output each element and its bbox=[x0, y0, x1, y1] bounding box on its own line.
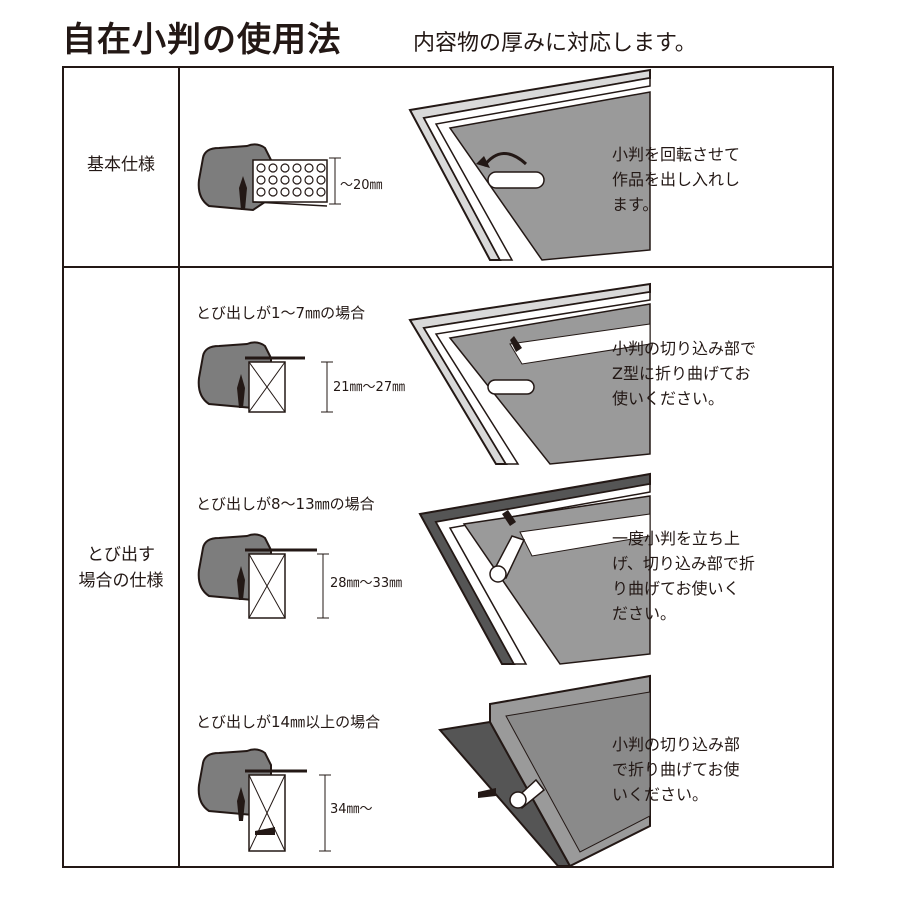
page-title: 自在小判の使用法 bbox=[62, 20, 342, 60]
case3-caption: とび出しが14㎜以上の場合 bbox=[196, 713, 381, 731]
page-subtitle: 内容物の厚みに対応します。 bbox=[413, 31, 697, 56]
case1-dimension: 21㎜～27㎜ bbox=[333, 380, 406, 395]
case1-description-line1: 小判の切り込み部で bbox=[612, 339, 757, 358]
column-divider bbox=[178, 68, 180, 866]
case3-description-line3: いください。 bbox=[612, 785, 709, 804]
case1-description-line3: 使いください。 bbox=[612, 389, 725, 408]
row-label-protrude-line1: とび出す bbox=[87, 545, 155, 565]
case1-description-line2: Z型に折り曲げてお bbox=[612, 364, 751, 383]
rotate-arrow-icon bbox=[476, 152, 528, 168]
basic-description-line3: ます。 bbox=[612, 195, 659, 214]
case2-description-line2: げ、切り込み部で折 bbox=[612, 554, 755, 573]
basic-description: 小判を回転させて 作品を出し入れし ます。 bbox=[612, 142, 782, 217]
screw-icon bbox=[478, 788, 496, 798]
basic-frame-illustration bbox=[408, 68, 651, 261]
usage-table: 基本仕様 とび出す 場合の仕様 bbox=[62, 66, 834, 868]
case2-description-line3: り曲げてお使いく bbox=[612, 579, 740, 598]
case3-description: 小判の切り込み部 で折り曲げてお使 いください。 bbox=[612, 732, 782, 807]
case1-description: 小判の切り込み部で Z型に折り曲げてお 使いください。 bbox=[612, 336, 782, 411]
row-label-protrude: とび出す 場合の仕様 bbox=[64, 542, 178, 594]
screw-icon bbox=[502, 510, 516, 526]
row-divider bbox=[64, 266, 832, 268]
basic-description-line2: 作品を出し入れし bbox=[612, 170, 741, 189]
case2-description-line4: ださい。 bbox=[612, 604, 677, 623]
clip-icon bbox=[489, 535, 526, 583]
case2-frame-illustration bbox=[418, 472, 651, 665]
case2-description-line1: 一度小判を立ち上 bbox=[612, 529, 741, 548]
case1-cross-section-diagram bbox=[197, 341, 333, 413]
case2-caption: とび出しが8～13㎜の場合 bbox=[196, 495, 375, 513]
basic-description-line1: 小判を回転させて bbox=[612, 145, 741, 164]
case3-description-line1: 小判の切り込み部 bbox=[612, 735, 741, 754]
case1-frame-illustration bbox=[408, 282, 651, 465]
basic-cross-section-diagram bbox=[197, 143, 341, 212]
row-label-basic: 基本仕様 bbox=[87, 155, 155, 175]
case2-description: 一度小判を立ち上 げ、切り込み部で折 り曲げてお使いく ださい。 bbox=[612, 526, 782, 626]
screw-icon bbox=[510, 336, 522, 352]
screw-icon bbox=[239, 176, 247, 210]
clip-icon bbox=[487, 379, 535, 395]
clip-icon bbox=[509, 778, 546, 809]
case3-dimension: 34㎜～ bbox=[330, 802, 373, 817]
case3-frame-illustration bbox=[438, 674, 651, 868]
case1-caption: とび出しが1～7㎜の場合 bbox=[196, 304, 366, 322]
row-label-protrude-line2: 場合の仕様 bbox=[78, 571, 164, 591]
basic-dimension: ～20㎜ bbox=[340, 178, 383, 193]
case3-cross-section-diagram bbox=[197, 748, 331, 852]
clip-icon bbox=[487, 171, 545, 189]
case2-dimension: 28㎜～33㎜ bbox=[330, 576, 403, 591]
case2-cross-section-diagram bbox=[197, 533, 329, 619]
case3-description-line2: で折り曲げてお使 bbox=[612, 760, 740, 779]
